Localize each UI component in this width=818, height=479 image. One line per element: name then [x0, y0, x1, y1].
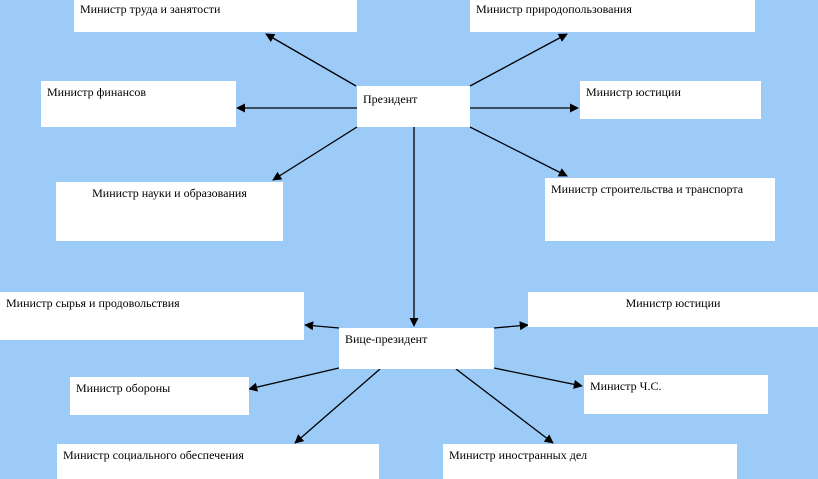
edge-vice-justice2 — [493, 321, 529, 331]
node-emergency: Министр Ч.С. — [584, 375, 768, 414]
edge-president-science — [272, 126, 358, 181]
node-labor: Министр труда и занятости — [74, 0, 357, 32]
node-finance: Министр финансов — [41, 81, 236, 127]
node-justice1: Министр юстиции — [580, 81, 761, 119]
edge-vice-defense — [248, 367, 340, 392]
node-foreign: Министр иностранных дел — [443, 444, 737, 479]
node-vice: Вице-президент — [339, 328, 494, 369]
edge-vice-emergency — [493, 367, 583, 389]
edge-vice-foreign — [455, 368, 554, 444]
node-science: Министр науки и образования — [56, 182, 283, 241]
node-justice2: Министр юстиции — [528, 292, 818, 327]
node-raw: Министр сырья и продовольствия — [0, 292, 304, 340]
edge-president-construction — [469, 126, 568, 177]
edge-president-labor — [265, 33, 357, 87]
node-president: Президент — [357, 86, 470, 127]
node-defense: Министр обороны — [70, 377, 249, 415]
node-social: Министр социального обеспечения — [57, 444, 379, 479]
node-nature: Министр природопользования — [470, 0, 755, 32]
edge-president-nature — [469, 33, 568, 87]
node-construction: Министр строительства и транспорта — [545, 178, 775, 241]
edge-vice-social — [294, 368, 381, 444]
edge-vice-raw — [304, 321, 340, 331]
